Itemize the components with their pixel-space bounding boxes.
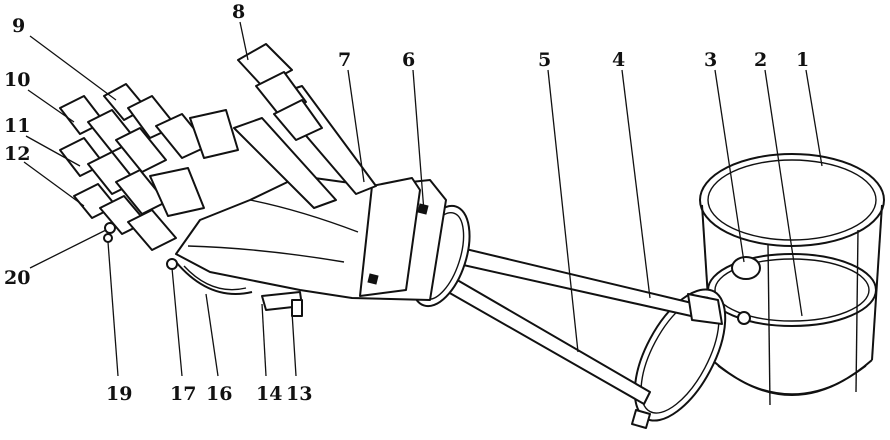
- label-19: 19: [106, 383, 132, 405]
- label-4: 4: [612, 49, 625, 71]
- label-9: 9: [12, 15, 25, 37]
- leader-13: [292, 312, 296, 376]
- label-10: 10: [4, 69, 30, 91]
- leader-17: [172, 268, 182, 376]
- finger-pivot-pin: [105, 223, 115, 233]
- leader-20: [30, 230, 106, 268]
- leader-9: [30, 36, 116, 100]
- cuff-bolt: [738, 312, 750, 324]
- ring-knuckle: [150, 168, 204, 216]
- label-17: 17: [170, 383, 196, 405]
- cuff-top-ring: [700, 154, 884, 246]
- leader-1: [806, 70, 822, 166]
- leader-5: [548, 70, 578, 352]
- label-20: 20: [4, 267, 30, 289]
- leader-19: [108, 242, 118, 376]
- label-16: 16: [206, 383, 232, 405]
- label-12: 12: [4, 143, 30, 165]
- label-2: 2: [754, 49, 767, 71]
- cuff-pad: [732, 257, 760, 279]
- leader-14: [262, 304, 266, 376]
- leader-16: [206, 294, 218, 376]
- label-11: 11: [4, 115, 30, 137]
- band-rivet: [368, 274, 378, 284]
- label-6: 6: [402, 49, 415, 71]
- label-5: 5: [538, 49, 551, 71]
- upper-arm-cuff: [700, 154, 884, 405]
- label-1: 1: [796, 49, 809, 71]
- leader-8: [240, 22, 248, 60]
- mount-screw: [292, 300, 302, 316]
- forearm-frame: [428, 240, 744, 435]
- joint-axle: [104, 234, 112, 242]
- label-7: 7: [338, 49, 351, 71]
- thumb-assembly: [234, 44, 376, 208]
- leader-4: [622, 70, 650, 298]
- label-3: 3: [704, 49, 717, 71]
- label-8: 8: [232, 1, 245, 23]
- ring-clip: [632, 410, 650, 428]
- label-13: 13: [286, 383, 312, 405]
- strap-pin: [167, 259, 177, 269]
- label-14: 14: [256, 383, 282, 405]
